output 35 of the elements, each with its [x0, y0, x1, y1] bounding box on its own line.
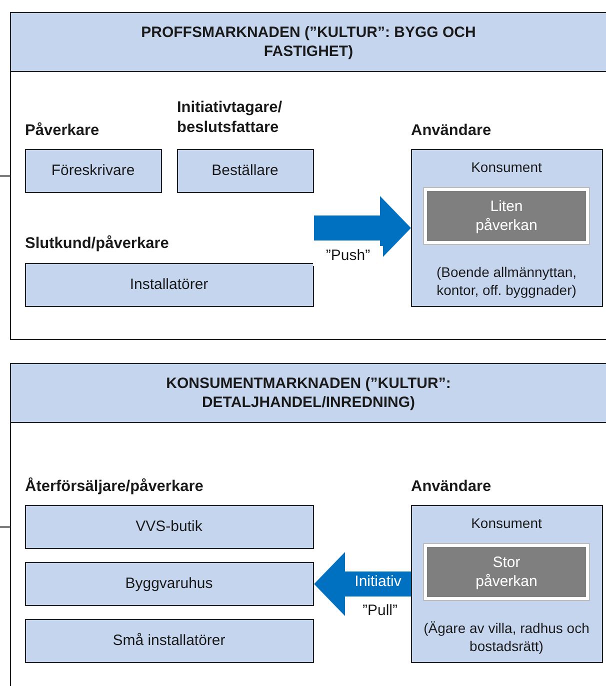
- group-heading: Användare: [411, 121, 492, 141]
- consumer-box: [410, 504, 602, 662]
- role-box: [24, 618, 314, 662]
- influence-text: Liten påverkan: [474, 196, 538, 236]
- influence-box: [424, 188, 589, 244]
- market-panel: [10, 12, 606, 340]
- role-text: Beställare: [212, 162, 278, 179]
- box-note: (Ägare av villa, radhus och bostadsrätt): [422, 619, 590, 656]
- box-heading: Konsument: [470, 158, 543, 176]
- panel-heading: KONSUMENTMARKNADEN (”KULTUR”: DETALJHANDEL/INREDNING): [165, 374, 452, 412]
- role-box: [24, 504, 314, 548]
- market-panel: [10, 363, 606, 686]
- influence-box: [424, 544, 589, 600]
- block-arrow: [314, 552, 411, 616]
- role-box: [24, 262, 314, 306]
- arrow-caption: ”Pull”: [361, 601, 398, 620]
- group-heading: Slutkund/påverkare: [25, 234, 170, 254]
- box-note: (Boende allmännyttan, kontor, off. byggnader): [435, 263, 578, 300]
- role-text: VVS-butik: [136, 518, 202, 535]
- edge-label: Initiativ: [354, 572, 402, 592]
- role-box: [176, 148, 314, 192]
- consumer-box: [410, 148, 602, 306]
- role-text: Föreskrivare: [51, 162, 135, 179]
- influence-text: Stor påverkan: [474, 552, 538, 592]
- group-heading: Användare: [411, 477, 492, 497]
- role-box: [24, 148, 162, 192]
- group-heading: Initiativtagare/ beslutsfattare: [177, 98, 284, 138]
- role-text: Byggvaruhus: [125, 575, 213, 592]
- role-text: Installatörer: [130, 276, 208, 293]
- role-text: Små installatörer: [112, 632, 226, 649]
- box-heading: Konsument: [470, 514, 543, 532]
- edge-label: ”Push”: [313, 246, 383, 266]
- role-box: [24, 562, 314, 606]
- group-heading: Återförsäljare/påverkare: [25, 477, 204, 497]
- panel-heading: PROFFSMARKNADEN (”KULTUR”: BYGG OCH FASTIGHET): [140, 22, 477, 62]
